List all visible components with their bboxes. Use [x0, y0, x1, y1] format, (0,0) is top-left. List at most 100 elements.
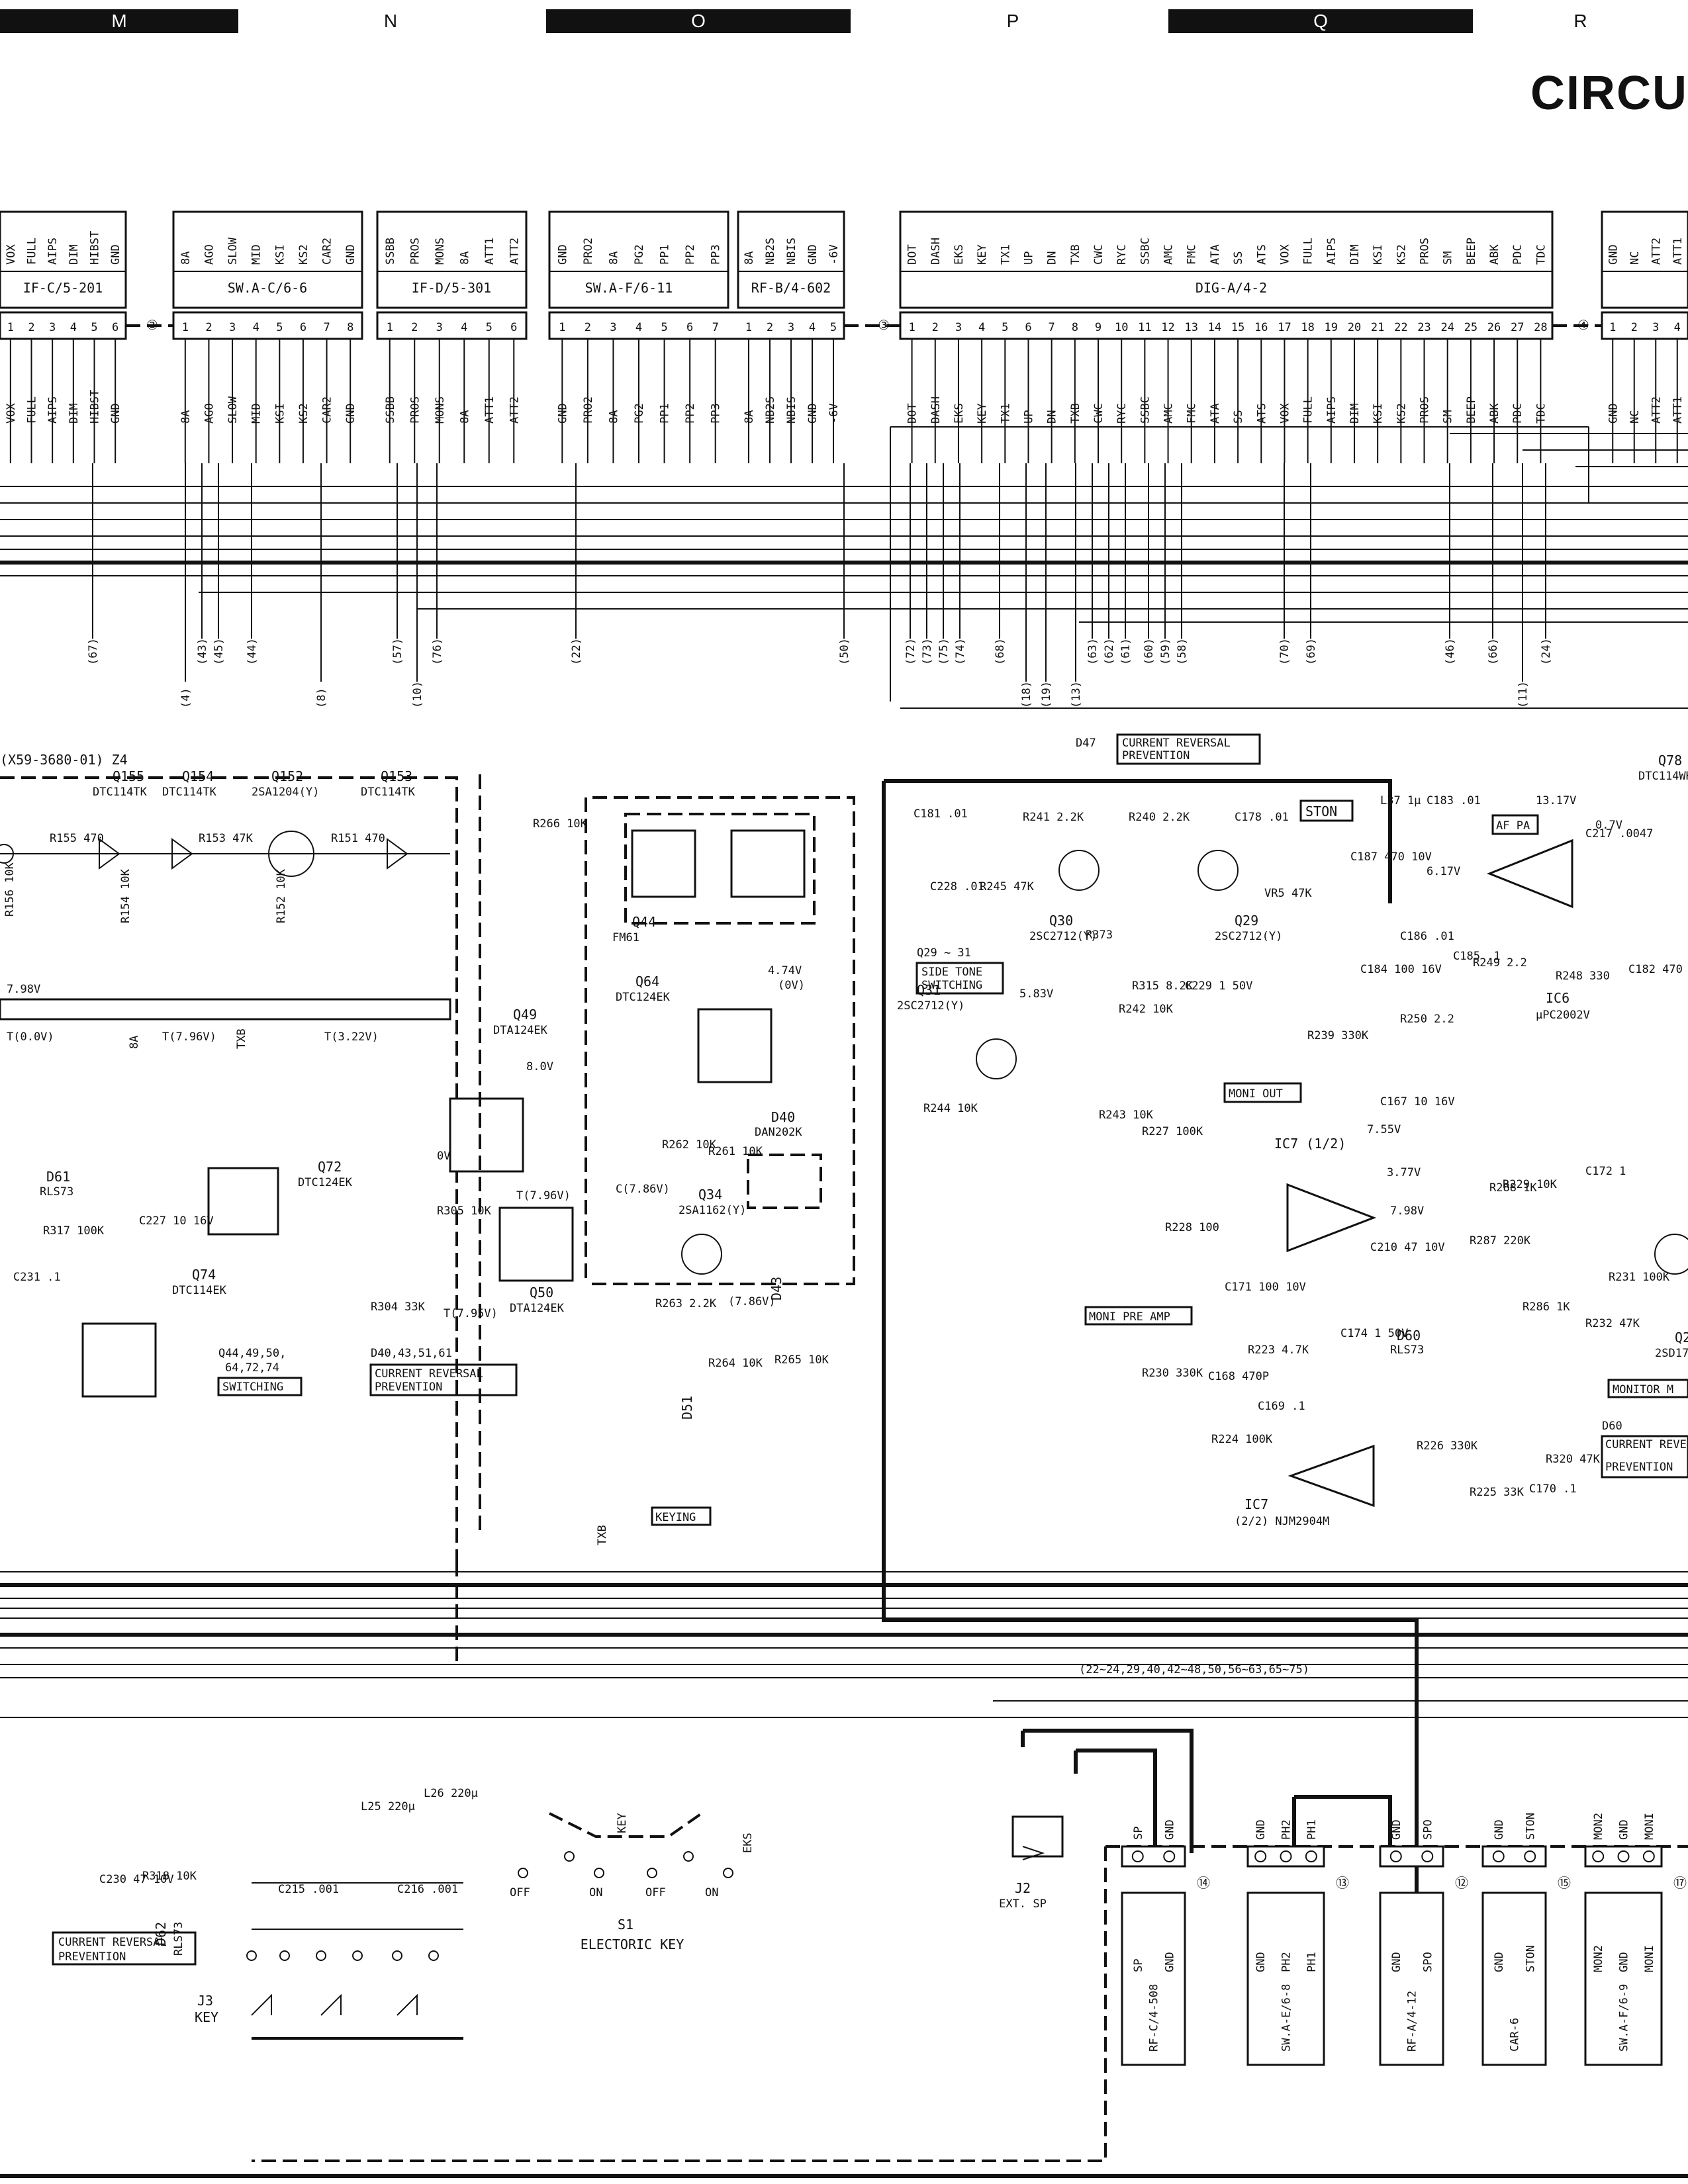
pin-terminal	[1254, 1850, 1267, 1862]
connector-pin-label: GND	[1607, 244, 1620, 265]
connector-pin-number: 4	[635, 321, 642, 334]
connector-pin-label: EKS	[953, 244, 966, 265]
txb-label: TXB	[596, 1525, 609, 1545]
component-value: R226 330K	[1417, 1439, 1478, 1453]
voltage-readout: 13.17V	[1536, 794, 1576, 807]
transistor-ref: Q50	[530, 1285, 553, 1300]
connector-pin-number: 24	[1440, 321, 1454, 334]
moni-out-label: MONI OUT	[1229, 1087, 1283, 1101]
component-value: R249 2.2	[1473, 956, 1527, 970]
connector-pin-number: 6	[112, 321, 118, 334]
d47-crp-1: CURRENT REVERSAL	[1122, 737, 1231, 750]
component-value: R318 10K	[142, 1870, 197, 1883]
bus-ref-number: (60)	[1143, 638, 1156, 665]
connector-pin-label: 8A	[179, 251, 193, 265]
connector-pin-number: 5	[91, 321, 97, 334]
zone-label-n: N	[383, 11, 398, 31]
connector-pin-label: GND	[806, 244, 820, 265]
bus-ref-number: (70)	[1278, 638, 1291, 665]
component-value: C174 1 50V	[1340, 1327, 1408, 1340]
bottom-connector-body	[1121, 1891, 1186, 2066]
connector-pin-number: 27	[1511, 321, 1524, 334]
connector-pin-label: DN	[1046, 251, 1059, 265]
d60-crp-ref: D60	[1602, 1420, 1622, 1433]
component-value: C178 .01	[1235, 811, 1289, 824]
component-value: R265 10K	[774, 1353, 829, 1367]
bottom-connector-pin: MONI	[1643, 1813, 1656, 1840]
transistor-ref: Q28	[1675, 1330, 1688, 1345]
connector-rf-b-name: RF-B/4-602	[751, 280, 831, 296]
component-value: R227 100K	[1142, 1125, 1203, 1138]
bottom-connector-pin: MON2	[1592, 1813, 1605, 1840]
transistor-ref: Q31	[917, 982, 941, 998]
bus-ref-number: (73)	[921, 638, 934, 665]
connector-pin-number: 6	[300, 321, 306, 334]
component-value: R287 220K	[1470, 1234, 1531, 1248]
bus-ref-number: (67)	[87, 638, 100, 665]
component-value: C210 47 10V	[1370, 1241, 1445, 1254]
side-tone-switching: SWITCHING	[921, 979, 982, 992]
bus-ref-number: (44)	[246, 638, 259, 665]
bottom-connector-header	[1584, 1845, 1663, 1868]
connector-pin-label: CAR2	[321, 238, 334, 265]
connector-pin-label: DIM	[1348, 244, 1362, 265]
bus-ref-number: (66)	[1487, 638, 1500, 665]
bottom-connector-pin: PH1	[1305, 1819, 1319, 1840]
connector-pin-label: AIPS	[1325, 238, 1338, 265]
bottom-connector-name: SW.A-E/6-8	[1280, 1984, 1293, 2052]
bus-ref-number: (50)	[838, 638, 851, 665]
connector-pin-label: ATT2	[1650, 238, 1663, 265]
ic-type: (2/2) NJM2904M	[1235, 1515, 1329, 1528]
connector-pin-label: PP3	[710, 244, 723, 265]
bus-ref-number: (59)	[1159, 638, 1172, 665]
voltage-readout: 0V	[437, 1150, 450, 1163]
connector-pin-label: VOX	[5, 244, 18, 265]
component-value: C182 470 10V	[1628, 963, 1688, 976]
bus-ref-number: (10)	[411, 681, 424, 708]
bus-ref-number: (22)	[570, 638, 583, 665]
connector-pin-number: 1	[7, 321, 14, 334]
connector-pin-label: -6V	[827, 244, 841, 265]
transistor-ref: Q153	[381, 768, 412, 784]
connector-pin-number: 20	[1348, 321, 1361, 334]
component-value: R315 8.2K	[1132, 979, 1194, 993]
d51-label: D51	[679, 1396, 695, 1420]
transistor-symbols	[81, 813, 1688, 1398]
connector-pin-number: 1	[387, 321, 393, 334]
unit-label: (X59-3680-01) Z4	[0, 752, 128, 768]
crp-bl-2: PREVENTION	[58, 1950, 126, 1964]
electoric-key-label: ELECTORIC KEY	[581, 1936, 684, 1952]
connector-pin-number: 3	[1652, 321, 1659, 334]
component-value: R248 330	[1556, 970, 1610, 983]
monitor-m-label: MONITOR M	[1613, 1383, 1673, 1396]
component-value: C168 470P	[1208, 1370, 1269, 1383]
component-value: L37 1μ	[1380, 794, 1421, 807]
bottom-connector-header	[1246, 1845, 1325, 1868]
switching-list-1: Q44,49,50,	[218, 1347, 286, 1360]
connector-pin-label: MID	[250, 244, 263, 265]
connector-pin-label: BEEP	[1465, 238, 1478, 265]
connector-rf-b: RF-B/4-602	[737, 210, 845, 309]
connector-pin-number: 5	[830, 321, 837, 334]
component-value: R304 33K	[371, 1300, 426, 1314]
voltage-readout: 4.74V	[768, 964, 802, 978]
connector-pin-label: HIBST	[89, 231, 102, 265]
component-value: R230 330K	[1142, 1367, 1203, 1380]
component-value: C171 100 10V	[1225, 1281, 1306, 1294]
ic-ref: IC6	[1546, 990, 1570, 1006]
connector-swa-f-name: SW.A-F/6-11	[585, 280, 673, 296]
connector-pin-label: AMC	[1162, 244, 1176, 265]
connector-pin-number: 1	[908, 321, 915, 334]
transistor-ref: Q155	[113, 768, 144, 784]
voltage-readout: (0V)	[778, 979, 805, 992]
d40-label: D40	[771, 1109, 795, 1125]
connector-pin-number: 2	[411, 321, 418, 334]
ic-ref: IC7	[1244, 1496, 1268, 1512]
connector-pin-number: 19	[1325, 321, 1338, 334]
voltage-readout: 3.77V	[1387, 1166, 1421, 1179]
connector-swa-f: SW.A-F/6-11	[548, 210, 845, 340]
connector-if-d: IF-D/5-301	[376, 210, 528, 340]
d61-label: D61	[46, 1169, 70, 1185]
component-value: R229 10K	[1503, 1178, 1558, 1191]
v-798: 7.98V	[7, 983, 40, 996]
